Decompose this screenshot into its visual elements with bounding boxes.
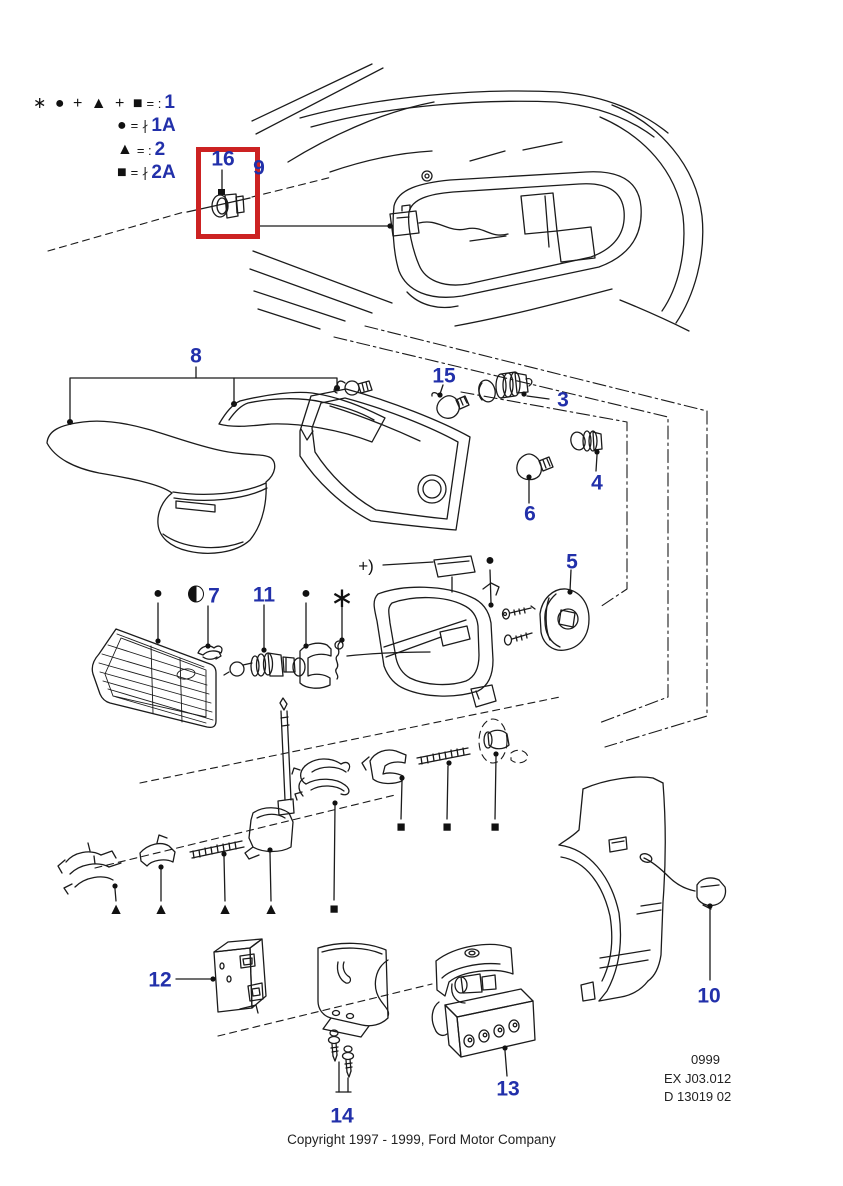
phantom-panel-lines [333, 325, 708, 748]
plate-line-2: EX J03.012 [664, 1070, 732, 1086]
part-label-16[interactable]: 16 [211, 147, 235, 171]
part-12-module-drawing [175, 938, 267, 1014]
reference-symbol: ■ [442, 818, 452, 836]
reference-symbol: ∗ [330, 582, 354, 613]
legend-row-1A: ●= ∤1A [117, 115, 176, 137]
legend-part-2A[interactable]: 2A [151, 162, 176, 183]
reference-symbol: ● [153, 585, 163, 602]
selected-part-highlight [196, 147, 260, 239]
part-label-12[interactable]: 12 [148, 968, 172, 992]
reference-symbol: ▲ [217, 901, 233, 918]
reference-symbol: ■ [329, 900, 339, 918]
copyright-text: Copyright 1997 - 1999, Ford Motor Compan… [287, 1132, 556, 1147]
symbol-leader-lines [155, 569, 494, 653]
angular-lens-drawing [299, 388, 471, 531]
mount-bracket-drawing [292, 642, 332, 689]
reference-symbol: +) [358, 556, 374, 576]
cap-screws-drawing [501, 605, 536, 646]
adjuster-rod-drawing [244, 697, 295, 902]
part-16-socket-drawing [47, 169, 333, 252]
quarter-panel-drawing [558, 776, 727, 1002]
reference-symbol: ■ [396, 818, 406, 836]
bulb-15-drawing [431, 384, 470, 419]
part-label-11[interactable]: 11 [252, 583, 276, 607]
bulb-3-drawing [478, 371, 550, 403]
legend-equals: = : [136, 142, 152, 158]
part-label-5[interactable]: 5 [566, 550, 578, 574]
reference-symbol: ● [485, 552, 495, 569]
reference-symbol: ▲ [263, 901, 279, 918]
car-front-body-drawing [249, 63, 704, 332]
construction-lines [94, 696, 561, 1037]
plate-line-3: D 13019 02 [664, 1089, 732, 1104]
upper-adjuster-row-drawing [361, 718, 529, 820]
part-13-connector-drawing [431, 943, 536, 1077]
legend-equals: = : [146, 95, 162, 111]
leader-line-9 [258, 178, 393, 229]
part-label-6[interactable]: 6 [524, 502, 536, 526]
part-label-14[interactable]: 14 [330, 1104, 354, 1128]
housing-frame-drawing [373, 582, 500, 708]
lower-adjuster-row-drawing [57, 834, 245, 902]
reference-symbol: ■ [490, 818, 500, 836]
part-label-13[interactable]: 13 [496, 1077, 520, 1101]
part-label-9[interactable]: 9 [253, 156, 265, 180]
part-label-7[interactable]: 7 [208, 584, 220, 608]
bracket-14-drawing [317, 942, 390, 1093]
legend-row-2A: ■= ∤2A [117, 162, 176, 184]
reference-symbol: ● [301, 585, 311, 602]
legend-symbols: ▲ [117, 141, 135, 158]
part-label-4[interactable]: 4 [591, 471, 603, 495]
legend-symbols: ■ [117, 164, 129, 181]
drawing-number-block: 0999 EX J03.012 D 13019 02 [664, 1051, 731, 1107]
legend-equals: = ∤ [130, 165, 149, 180]
strip-lens-drawing [218, 391, 386, 443]
wire-clip-drawing [291, 758, 351, 901]
cap-5-drawing [539, 569, 590, 651]
part-label-10[interactable]: 10 [697, 984, 721, 1008]
bulb-4-drawing [570, 430, 603, 472]
legend-part-2[interactable]: 2 [154, 139, 166, 160]
bulb-6-drawing [516, 453, 554, 504]
plate-drawing [382, 555, 476, 593]
part-label-3[interactable]: 3 [557, 388, 569, 412]
legend-row-2: ▲= :2 [117, 139, 165, 161]
legend-part-1[interactable]: 1 [164, 92, 175, 113]
spring-clip-drawing [334, 640, 431, 680]
part-label-8[interactable]: 8 [190, 344, 202, 368]
part-label-15[interactable]: 15 [432, 364, 456, 388]
bracket-line-8 [67, 366, 373, 425]
plate-line-1: 0999 [691, 1052, 720, 1067]
legend-symbols: ∗ ● + ▲ + ■ [33, 95, 145, 112]
clip-7-drawing [197, 645, 223, 660]
legend-symbols: ● [117, 117, 129, 134]
half-circle-symbol [188, 585, 204, 603]
reference-symbol: ▲ [108, 901, 124, 918]
legend-equals: = ∤ [130, 118, 149, 133]
bulb-holder-11-drawing [223, 652, 296, 677]
lens-cover-drawing [46, 420, 276, 554]
legend-part-1A[interactable]: 1A [151, 115, 176, 136]
legend-row-1: ∗ ● + ▲ + ■= :1 [33, 92, 175, 114]
reference-symbol: ▲ [153, 901, 169, 918]
reflector-lens-drawing [91, 628, 217, 729]
